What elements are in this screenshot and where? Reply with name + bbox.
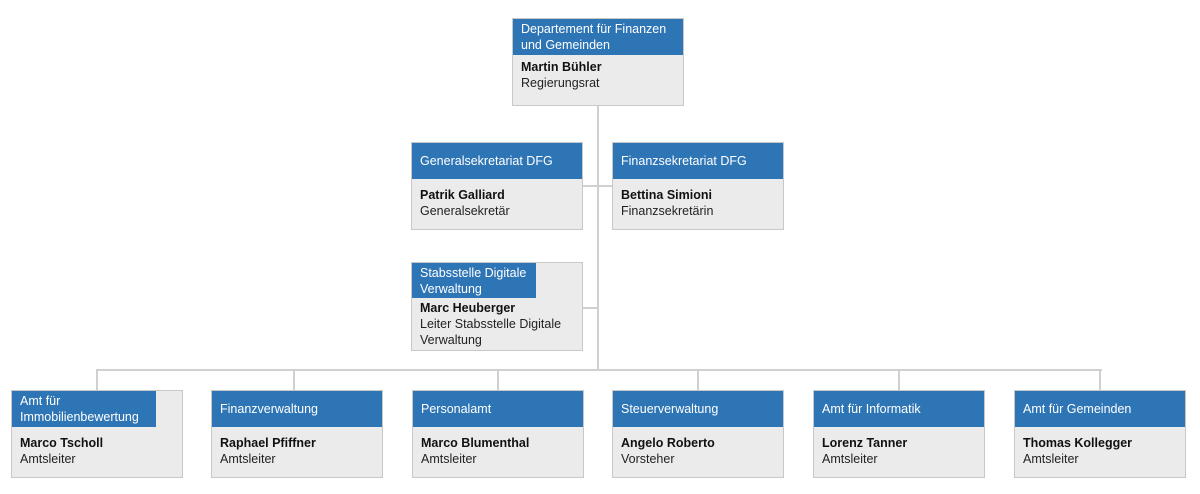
org-box-person-role: Generalsekretär	[420, 204, 510, 218]
org-box-body: Thomas Kollegger Amtsleiter	[1015, 427, 1185, 467]
org-box-person-name: Patrik Galliard	[420, 188, 505, 202]
org-box-unit: Departement für Finanzen und Gemeinden	[513, 19, 683, 55]
org-box-amt-fuer-immobilienbewertung: Amt für Immobilienbewertung Marco Tschol…	[11, 390, 183, 478]
org-box-department-head: Departement für Finanzen und Gemeinden M…	[512, 18, 684, 106]
org-box-person-role: Amtsleiter	[220, 452, 276, 466]
org-box-unit: Amt für Immobilienbewertung	[12, 391, 156, 427]
org-box-steuerverwaltung: Steuerverwaltung Angelo Roberto Vorstehe…	[612, 390, 784, 478]
org-box-person-role: Amtsleiter	[20, 452, 76, 466]
org-box-unit: Amt für Gemeinden	[1015, 391, 1185, 427]
org-box-person-name: Angelo Roberto	[621, 436, 715, 450]
org-box-body: Raphael Pfiffner Amtsleiter	[212, 427, 382, 467]
org-box-unit: Personalamt	[413, 391, 583, 427]
org-box-person-role: Regierungsrat	[521, 76, 600, 90]
org-box-person-role: Vorsteher	[621, 452, 675, 466]
connector-office-6	[1099, 369, 1101, 390]
org-box-personalamt: Personalamt Marco Blumenthal Amtsleiter	[412, 390, 584, 478]
org-box-person-name: Thomas Kollegger	[1023, 436, 1133, 450]
connector-office-1	[96, 369, 98, 390]
org-box-amt-fuer-informatik: Amt für Informatik Lorenz Tanner Amtslei…	[813, 390, 985, 478]
connector-offices-bus	[96, 369, 1102, 371]
org-box-person-role: Leiter Stabsstelle Digitale Verwaltung	[420, 317, 562, 347]
org-box-unit: Amt für Informatik	[814, 391, 984, 427]
org-box-unit: Steuerverwaltung	[613, 391, 783, 427]
org-box-body: Marco Tscholl Amtsleiter	[12, 427, 182, 467]
org-box-amt-fuer-gemeinden: Amt für Gemeinden Thomas Kollegger Amtsl…	[1014, 390, 1186, 478]
org-box-unit: Generalsekretariat DFG	[412, 143, 582, 179]
connector-office-3	[497, 369, 499, 390]
org-box-person-name: Bettina Simioni	[621, 188, 712, 202]
org-box-person-name: Marc Heuberger	[420, 301, 516, 315]
org-box-person-name: Lorenz Tanner	[822, 436, 908, 450]
org-box-finanzsekretariat: Finanzsekretariat DFG Bettina Simioni Fi…	[612, 142, 784, 230]
org-box-person-role: Amtsleiter	[1023, 452, 1079, 466]
org-box-body: Marco Blumenthal Amtsleiter	[413, 427, 583, 467]
connector-office-4	[697, 369, 699, 390]
org-box-person-role: Amtsleiter	[421, 452, 477, 466]
org-box-person-name: Martin Bühler	[521, 60, 602, 74]
org-box-body: Patrik Galliard Generalsekretär	[412, 179, 582, 219]
org-box-generalsekretariat: Generalsekretariat DFG Patrik Galliard G…	[411, 142, 583, 230]
org-box-unit: Finanzverwaltung	[212, 391, 382, 427]
org-box-body: Lorenz Tanner Amtsleiter	[814, 427, 984, 467]
org-box-person-role: Finanzsekretärin	[621, 204, 714, 218]
org-box-person-name: Marco Tscholl	[20, 436, 104, 450]
connector-office-5	[898, 369, 900, 390]
org-box-body: Martin Bühler Regierungsrat	[513, 55, 683, 91]
org-box-finanzverwaltung: Finanzverwaltung Raphael Pfiffner Amtsle…	[211, 390, 383, 478]
connector-trunk	[597, 106, 599, 370]
connector-staff-row-2	[583, 307, 598, 309]
org-box-unit: Stabsstelle Digitale Verwaltung	[412, 263, 536, 298]
org-box-body: Angelo Roberto Vorsteher	[613, 427, 783, 467]
org-box-body: Marc Heuberger Leiter Stabsstelle Digita…	[412, 298, 582, 348]
org-box-body: Bettina Simioni Finanzsekretärin	[613, 179, 783, 219]
org-box-stabsstelle-digitale-verwaltung: Stabsstelle Digitale Verwaltung Marc Heu…	[411, 262, 583, 351]
connector-office-2	[293, 369, 295, 390]
org-box-unit: Finanzsekretariat DFG	[613, 143, 783, 179]
org-box-person-role: Amtsleiter	[822, 452, 878, 466]
org-box-person-name: Raphael Pfiffner	[220, 436, 316, 450]
org-box-person-name: Marco Blumenthal	[421, 436, 530, 450]
connector-staff-row-1	[583, 185, 613, 187]
